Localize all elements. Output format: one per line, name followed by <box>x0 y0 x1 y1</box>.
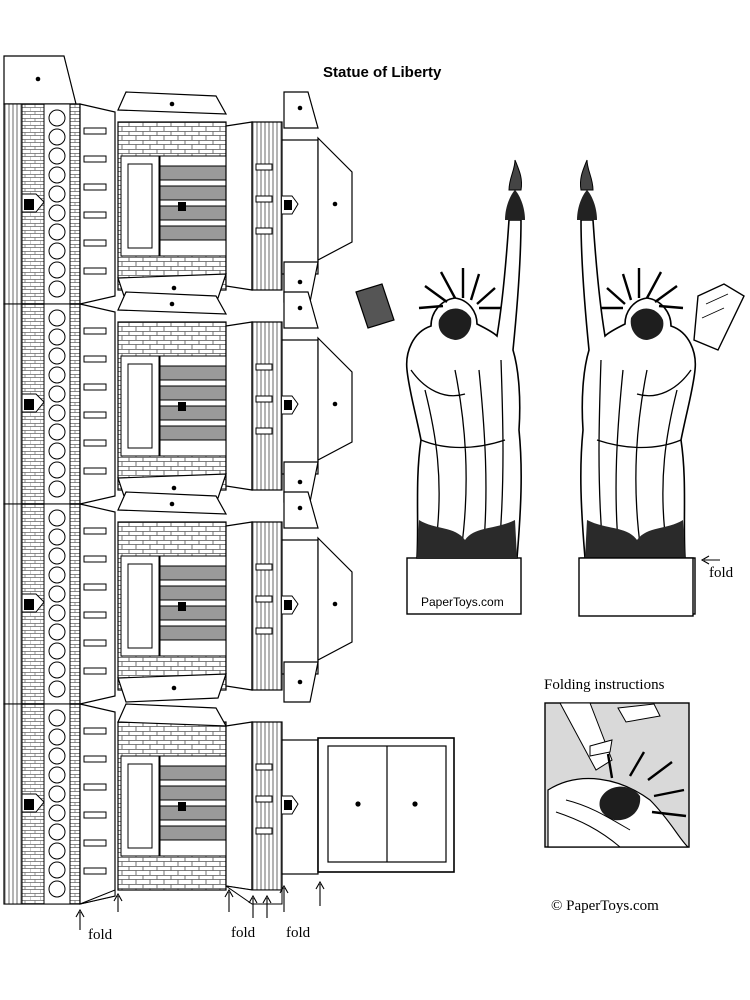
pedestal-band-1 <box>3 91 353 305</box>
fold-label-statue: fold <box>709 565 734 581</box>
pedestal-band-4 <box>3 703 319 905</box>
base-panel <box>317 737 455 873</box>
pedestal-net <box>3 55 720 930</box>
pedestal-band-3 <box>3 491 353 705</box>
fold-arrows <box>75 555 720 930</box>
folding-instructions-heading: Folding instructions <box>544 677 665 693</box>
page-title: Statue of Liberty <box>323 64 442 81</box>
tablet-front <box>693 283 745 351</box>
statue-back <box>355 158 527 616</box>
copyright-text: © PaperToys.com <box>551 898 659 914</box>
fold-label-right: fold <box>286 925 311 941</box>
fold-label-middle: fold <box>231 925 256 941</box>
fold-label-left: fold <box>88 927 113 943</box>
pedestal-band-2 <box>3 291 353 505</box>
folding-instructions-image <box>544 702 690 848</box>
statue-front <box>575 158 745 617</box>
tablet-back <box>355 283 395 329</box>
statue-base-brand: PaperToys.com <box>421 595 504 609</box>
